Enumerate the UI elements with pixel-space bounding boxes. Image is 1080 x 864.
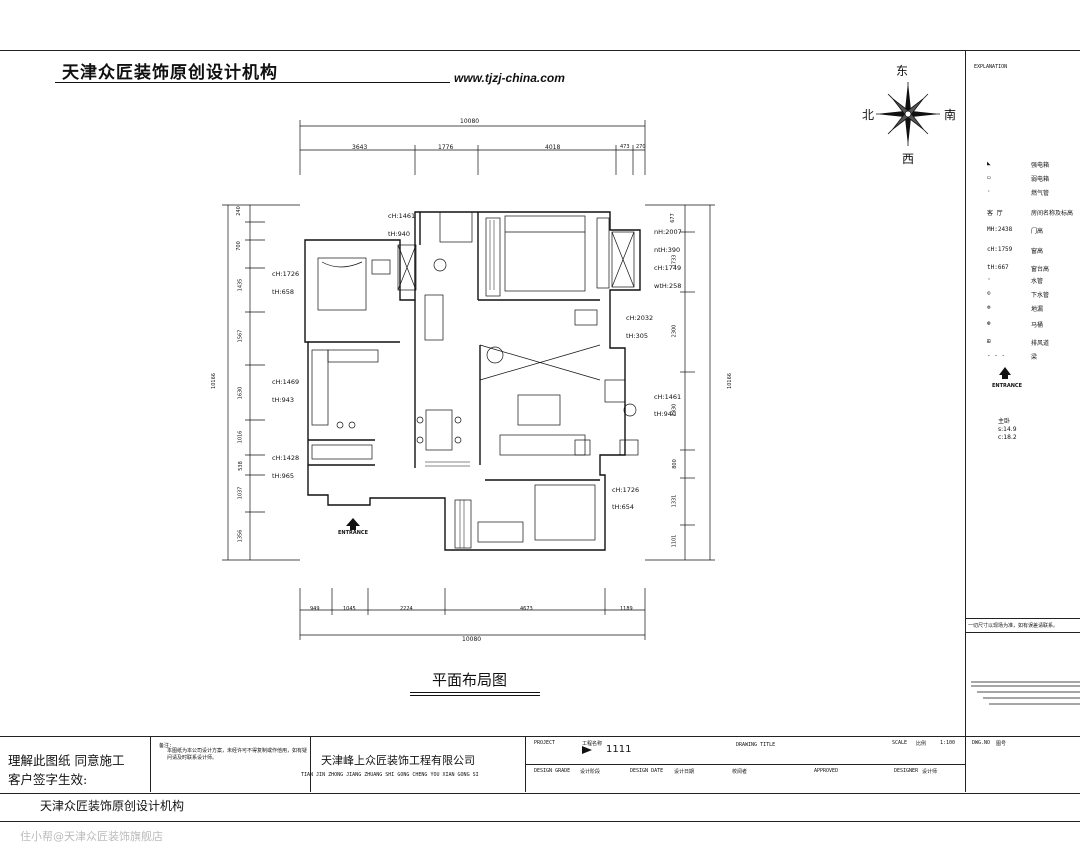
dim-top-seg: 3643 xyxy=(352,144,368,151)
company-pinyin: TIAN JIN ZHONG JIANG ZHUANG SHI GONG CHE… xyxy=(301,772,479,778)
room-label: tH:940 xyxy=(654,410,677,418)
dim-bottom-seg: 1189 xyxy=(620,606,633,612)
legend-divider xyxy=(965,618,1080,619)
dim-right-seg: 677 xyxy=(669,213,676,223)
room-label: nH:2007 xyxy=(654,228,682,236)
legend-divider xyxy=(965,632,1080,633)
watermark: 住小帮@天津众匠装饰旗舰店 xyxy=(20,830,163,843)
dim-right-total: 10166 xyxy=(726,373,733,389)
client-signature: 理解此图纸 同意施工 客户签字生效: xyxy=(8,753,125,787)
room-label: tH:654 xyxy=(612,503,635,511)
dim-left-seg: 1037 xyxy=(237,486,244,500)
room-label: cH:2032 xyxy=(626,314,654,322)
brand-url[interactable]: www.tjzj-china.com xyxy=(454,71,565,85)
dim-top-seg: 473 xyxy=(620,144,630,150)
dwg-no-cell: DWG.NO 图号 xyxy=(965,736,1080,792)
brand-underline xyxy=(55,82,450,83)
legend-header: EXPLANATION xyxy=(974,64,1008,70)
dim-left-seg: 1630 xyxy=(237,386,244,400)
dim-left-seg: 1016 xyxy=(237,430,244,444)
toilet-icon: ⊛ xyxy=(987,320,991,327)
legend-entrance: ENTRANCE xyxy=(992,383,1022,389)
drain-pipe-icon: ⊙ xyxy=(987,290,991,297)
notes-cell: 备注: 本图纸为本公司设计方案，未经许可不得复制或作他用，如有疑问请及时联系设计… xyxy=(150,736,311,792)
room-name-icon: 客 厅 xyxy=(987,210,1003,217)
dim-right-seg: 1101 xyxy=(671,534,678,548)
room-label: wtH:258 xyxy=(654,282,682,290)
compass-east: 东 xyxy=(896,64,909,78)
dim-right-seg: 1331 xyxy=(671,494,678,508)
room-label: cH:1461 xyxy=(654,393,682,401)
drawing-sheet xyxy=(0,50,1080,822)
title-underline xyxy=(410,692,540,693)
compass-west: 西 xyxy=(902,152,915,166)
switch-box-icon: ◣ xyxy=(987,160,991,167)
room-label: tH:965 xyxy=(272,472,295,480)
room-label: ntH:390 xyxy=(654,246,681,254)
title-block xyxy=(0,736,1080,794)
gas-pipe-icon: · xyxy=(987,188,991,195)
dim-left-seg: 700 xyxy=(235,241,242,251)
legend-stripes xyxy=(971,681,1080,705)
legend-master-c: c:18.2 xyxy=(998,434,1017,441)
dim-left-seg: 1435 xyxy=(237,278,244,292)
room-label: tH:658 xyxy=(272,288,295,296)
compass-south: 南 xyxy=(944,108,957,122)
dim-top-seg: 270 xyxy=(636,144,646,150)
dim-top-total: 10080 xyxy=(460,118,480,125)
compass-north: 北 xyxy=(862,108,875,122)
dim-right-seg: 2300 xyxy=(671,324,678,338)
room-label: cH:1469 xyxy=(272,378,300,386)
water-pipe-icon: ◦ xyxy=(987,276,991,283)
dim-top-seg: 4018 xyxy=(545,144,561,151)
room-label: cH:1726 xyxy=(272,270,300,278)
floor-drain-icon: ⊚ xyxy=(987,304,991,311)
weak-box-icon: ▭ xyxy=(987,174,991,181)
room-label: cH:1726 xyxy=(612,486,640,494)
dim-left-seg: 1567 xyxy=(237,329,244,343)
dim-left-total: 10166 xyxy=(210,373,217,389)
project-value: 1111 xyxy=(606,744,632,755)
dim-bottom-seg: 949 xyxy=(310,606,320,612)
dim-bottom-total: 10080 xyxy=(462,636,482,643)
project-cell: PROJECT 工程名称 1111 DRAWING TITLE SCALE 比例… xyxy=(525,736,966,792)
dim-right-seg: 800 xyxy=(671,459,678,469)
room-label: cH:1749 xyxy=(654,264,682,272)
dim-left-seg: 240 xyxy=(235,206,242,216)
dim-left-seg: 1356 xyxy=(237,529,244,543)
room-label: tH:940 xyxy=(388,230,411,238)
floor-plan xyxy=(222,120,715,640)
legend-master-title: 主卧 xyxy=(998,418,1011,425)
dim-top-seg: 1776 xyxy=(438,144,454,151)
entrance-label: ENTRANCE xyxy=(338,530,368,536)
legend-master-s: s:14.9 xyxy=(998,426,1017,433)
brand-title: 天津众匠装饰原创设计机构 xyxy=(62,63,278,83)
room-label: tH:305 xyxy=(626,332,649,340)
dim-bottom-seg: 2224 xyxy=(400,606,413,612)
compass-rose-icon xyxy=(876,82,940,146)
company-cell: 天津峰上众匠装饰工程有限公司 TIAN JIN ZHONG JIANG ZHUA… xyxy=(301,736,526,792)
beam-icon: - - - xyxy=(987,352,1006,359)
room-label: cH:1428 xyxy=(272,454,300,462)
legend-entrance-arrow-icon xyxy=(999,367,1011,379)
footer-brand: 天津众匠装饰原创设计机构 xyxy=(40,799,185,813)
room-label: tH:943 xyxy=(272,396,295,404)
room-label: cH:1461 xyxy=(388,212,416,220)
vent-duct-icon: ⊞ xyxy=(987,338,991,345)
play-arrow-icon xyxy=(582,746,592,754)
company-name: 天津峰上众匠装饰工程有限公司 xyxy=(321,754,475,767)
legend-panel: EXPLANATION xyxy=(965,50,1080,736)
dim-bottom-seg: 4673 xyxy=(520,606,533,612)
drawing-title: 平面布局图 xyxy=(432,671,508,689)
dim-bottom-seg: 1045 xyxy=(343,606,356,612)
dim-left-seg: 538 xyxy=(237,461,244,471)
entrance-arrow-icon xyxy=(346,518,360,526)
legend-note: 一切尺寸以现场为准，如有误差请联系。 xyxy=(968,623,1059,629)
title-underline xyxy=(410,695,540,696)
